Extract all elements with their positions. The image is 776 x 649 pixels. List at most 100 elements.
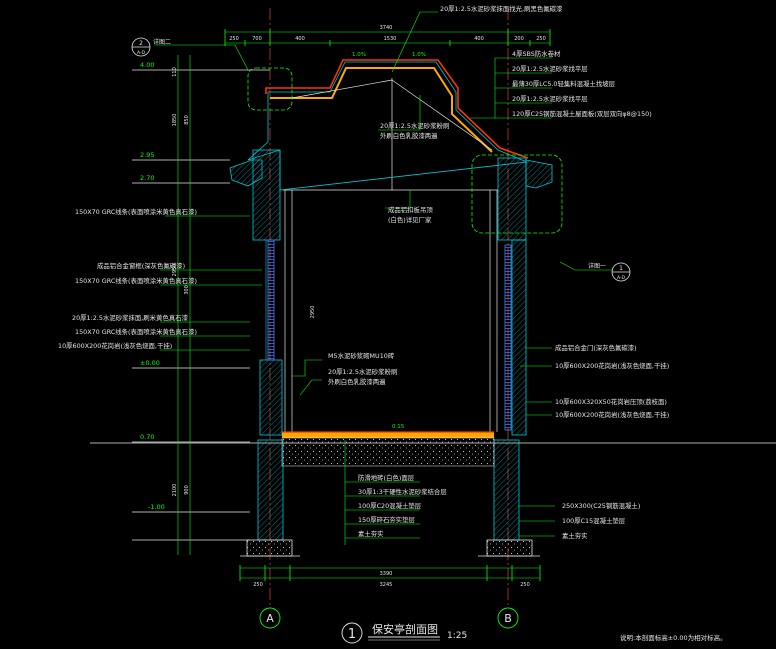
- note-floor: 100厚C20混凝土垫层: [358, 501, 422, 510]
- note-floor: 素土夯实: [358, 529, 384, 538]
- note-floor: 30厚1:3干硬性水泥砂浆结合层: [358, 487, 447, 496]
- dim-vert: 2100: [172, 484, 178, 497]
- detail-ref-label: 详图二: [153, 38, 171, 46]
- note-left: 10厚600X200花岗岩(浅灰色烧面,干挂): [58, 341, 172, 350]
- floor-annotations: 防滑地砖(白色)面层 30厚1:3干硬性水泥砂浆结合层 100厚C20混凝土垫层…: [358, 473, 447, 538]
- title-block: 1 保安亭剖面图 1:25 说明:本剖面标高±0.00为相对标高。: [341, 622, 727, 644]
- note-foundation: 100厚C15混凝土垫层: [562, 516, 626, 525]
- bottom-dimension-text: 3390 3245 250 250: [253, 571, 530, 588]
- drawing-scale: 1:25: [447, 631, 467, 641]
- window-left: [265, 239, 275, 361]
- level-label: 0.70: [140, 433, 154, 441]
- level-label: 4.00: [140, 61, 154, 69]
- note-left: 成品铝合金窗框(深灰色氟碳漆): [97, 261, 185, 270]
- detail-ref-num: 1: [619, 265, 623, 272]
- note-left: 150X70 GRC线条(表面喷涂米黄色真石漆): [75, 276, 197, 285]
- interior-lines: [283, 78, 498, 432]
- dim-top-seg: 250: [229, 36, 239, 42]
- note-right-lower: 成品铝合金门(深灰色氟碳漆): [555, 343, 637, 352]
- note-right: 20厚1:2.5水泥砂浆找平层: [512, 94, 588, 103]
- dim-vert: 850: [184, 115, 190, 125]
- note-left: 150X70 GRC线条(表面喷涂米黄色真石漆): [75, 327, 197, 336]
- dim-bottom-total: 3390: [380, 571, 393, 577]
- note-floor: 防滑地砖(白色)面层: [358, 473, 415, 482]
- note-right: 最薄30厚LC5.0轻集料混凝土找坡层: [512, 79, 616, 88]
- dim-top-seg: 1530: [384, 36, 397, 42]
- note-right: 120厚C25钢筋混凝土屋面板(双层双向φ8@150): [512, 109, 652, 118]
- note-center: 外刷白色乳胶漆两遍: [328, 377, 386, 386]
- note-left: 150X70 GRC线条(表面喷涂米黄色真石漆): [75, 207, 197, 216]
- detail-ref-1: 1 A-D 详图一: [588, 262, 631, 282]
- center-annotations: M5水泥砂浆砌MU10砖 20厚1:2.5水泥砂浆粉刷 外刷白色乳胶漆两遍: [328, 351, 397, 386]
- dim-bottom-seg: 250: [253, 582, 263, 588]
- note-right-lower: 10厚600X320X50花岗岩压顶(荔枝面): [555, 397, 667, 406]
- foundation-annotations: 250X300(C25钢筋混凝土) 100厚C15混凝土垫层 素土夯实: [562, 501, 640, 540]
- note-right-lower: 10厚600X200花岗岩(浅灰色烧面,干挂): [555, 361, 669, 370]
- left-annotations: 150X70 GRC线条(表面喷涂米黄色真石漆) 成品铝合金窗框(深灰色氟碳漆)…: [58, 207, 197, 350]
- note-right-lower: 10厚600X200花岗岩(浅灰色烧面,干挂): [555, 410, 669, 419]
- note-roof-inner: 外刷白色乳胶漆两遍: [380, 131, 438, 140]
- dim-vert: 110: [172, 67, 178, 77]
- note-left: 20厚1:2.5水泥砂浆抹面,刷米黄色真石漆: [72, 313, 189, 322]
- dim-vert: 300: [184, 285, 190, 295]
- right-annotations: 4厚SBS防水卷材 20厚1:2.5水泥砂浆找平层 最薄30厚LC5.0轻集料混…: [512, 49, 652, 118]
- floor-height-label: 0.15: [392, 424, 405, 430]
- note-foundation: 素土夯实: [562, 531, 588, 540]
- walls: [240, 149, 540, 557]
- dim-top-seg: 700: [252, 36, 262, 42]
- top-dimension-text: 3740 250 700 400 1530 400 200 250: [229, 25, 546, 42]
- dim-top-seg: 250: [536, 36, 546, 42]
- note-roof-inner: 20厚1:2.5水泥砂浆粉刷: [380, 121, 449, 130]
- top-note: 20厚1:2.5水泥砂浆抹面找光,刷黑色氟碳漆: [440, 4, 563, 13]
- ceiling-annotation: 成品铝扣板吊顶 (白色)详见厂家: [388, 205, 433, 224]
- dim-vert: 1850: [172, 114, 178, 127]
- note-ceiling: 成品铝扣板吊顶: [388, 205, 433, 214]
- floor: [281, 431, 495, 467]
- level-markers: [132, 69, 270, 541]
- dim-vert: 900: [184, 485, 190, 495]
- note-right: 4厚SBS防水卷材: [512, 49, 561, 58]
- axis-label: B: [504, 612, 512, 625]
- axis-bubble-b: B: [497, 607, 519, 629]
- note-right: 20厚1:2.5水泥砂浆找平层: [512, 64, 588, 73]
- drawing-title: 保安亭剖面图: [372, 622, 438, 636]
- detail-ref-num: 2: [139, 40, 143, 47]
- detail-ref-label: 详图一: [588, 262, 606, 270]
- dim-bottom-sub: 3245: [380, 582, 393, 588]
- roof: [229, 59, 553, 191]
- level-label: ±0.00: [140, 359, 160, 367]
- leader-lines: [155, 11, 612, 545]
- note-center: 20厚1:2.5水泥砂浆粉刷: [328, 367, 397, 376]
- level-label: 2.70: [140, 174, 154, 182]
- detail-ref-2: 2 A-D 详图二: [131, 37, 171, 57]
- note-center: M5水泥砂浆砌MU10砖: [328, 351, 395, 360]
- dim-top-seg: 200: [514, 36, 524, 42]
- dim-top-total: 3740: [380, 25, 393, 31]
- detail-ref-sheet: A-D: [617, 275, 626, 281]
- level-labels: 4.00 2.95 2.70 ±0.00 0.70 -1.00: [140, 61, 165, 511]
- level-label: 2.95: [140, 151, 154, 159]
- slope-label: 1.0%: [352, 52, 366, 58]
- axis-bubble-a: A: [259, 607, 281, 629]
- detail-callouts: [247, 67, 563, 234]
- dim-top-seg: 400: [295, 36, 305, 42]
- note-foundation: 250X300(C25钢筋混凝土): [562, 501, 640, 510]
- axis-label: A: [266, 612, 274, 625]
- floor-height: 0.15: [392, 424, 405, 430]
- drawing-note: 说明:本剖面标高±0.00为相对标高。: [620, 633, 727, 642]
- roof-slopes: 1.0% 1.0%: [352, 52, 426, 58]
- right-lower-annotations: 成品铝合金门(深灰色氟碳漆) 10厚600X200花岗岩(浅灰色烧面,干挂) 1…: [555, 343, 669, 419]
- door-right: [504, 244, 512, 431]
- dim-interior-height: 2950: [310, 306, 316, 319]
- detail-ref-sheet: A-D: [137, 50, 146, 56]
- note-ceiling: (白色)详见厂家: [388, 215, 432, 224]
- drawing-number: 1: [348, 627, 356, 642]
- dim-bottom-seg: 250: [520, 582, 530, 588]
- note-floor: 150厚碎石夯实垫层: [358, 515, 416, 524]
- dimension-ticks: [224, 29, 551, 581]
- top-annotation: 20厚1:2.5水泥砂浆抹面找光,刷黑色氟碳漆: [440, 4, 563, 13]
- dim-top-seg: 400: [474, 36, 484, 42]
- level-label: -1.00: [148, 503, 165, 511]
- slope-label: 1.0%: [412, 52, 426, 58]
